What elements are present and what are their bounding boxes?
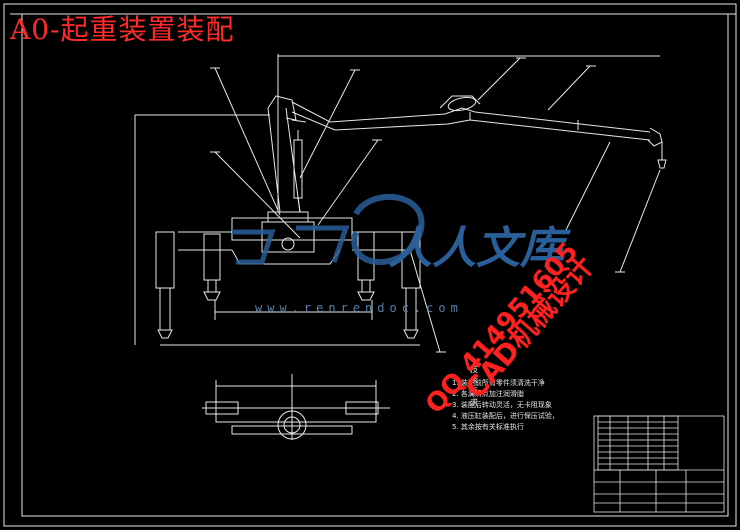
crane-plan-view: [202, 374, 390, 440]
tech-line: 5. 其余按有关标准执行: [452, 423, 524, 431]
tech-line: 2. 各润滑点加注润滑脂: [452, 390, 524, 398]
outer-border: [3, 3, 737, 527]
watermark-logo-icon: [232, 194, 425, 266]
tech-heading: 技术要求: [470, 365, 478, 407]
tech-line: 1. 装配前所有零件须清洗干净: [452, 379, 545, 387]
drawing-title: A0-起重装置装配: [10, 13, 235, 46]
tech-line: 3. 装配后转动灵活，无卡阻现象: [452, 401, 552, 409]
tech-line: 4. 液压缸装配后，进行保压试验，: [452, 412, 559, 420]
title-block: [593, 415, 725, 513]
inner-border: [21, 13, 729, 517]
watermark-logo-text: 人人文库: [388, 223, 564, 274]
watermark-url: www.renrendoc.com: [255, 301, 463, 315]
crane-front-view: [134, 54, 667, 353]
